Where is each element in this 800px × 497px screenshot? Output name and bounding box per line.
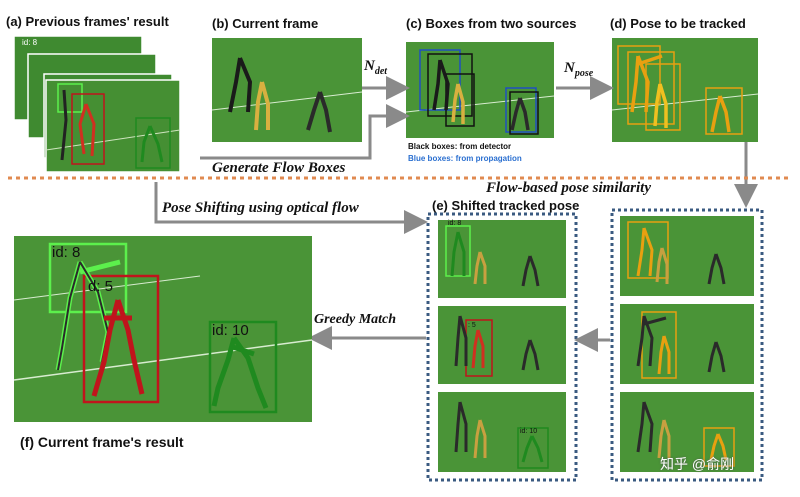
two-source-boxes-image <box>405 42 555 138</box>
label-shifted-pose: (e) Shifted tracked pose <box>432 198 580 213</box>
n-pose-sub: pose <box>574 68 594 79</box>
arrow-pose-shifting <box>154 182 428 234</box>
previous-frames-stack <box>13 35 181 173</box>
shifted-id-8-tag: id: 8 <box>448 220 462 227</box>
current-frame-image <box>211 38 363 142</box>
watermark: 知乎 @俞刚 <box>660 456 735 472</box>
legend-blue-boxes: Blue boxes: from propagation <box>408 154 522 163</box>
current-result-image <box>13 236 313 422</box>
n-det-label: Ndet <box>364 58 387 77</box>
n-pose-base: N <box>564 60 575 76</box>
flow-similarity-label: Flow-based pose similarity <box>486 180 651 196</box>
pose-shifting-label: Pose Shifting using optical flow <box>162 200 359 216</box>
shifted-id-5-tag: : 5 <box>468 322 476 329</box>
greedy-match-label: Greedy Match <box>314 312 397 327</box>
n-det-base: N <box>364 58 375 74</box>
n-det-sub: det <box>374 66 388 77</box>
id-5-tag: d: 5 <box>88 278 114 295</box>
id-8-tag: id: 8 <box>52 244 81 261</box>
label-two-sources: (c) Boxes from two sources <box>406 16 577 31</box>
label-current-result: (f) Current frame's result <box>20 434 184 450</box>
label-current-frame: (b) Current frame <box>212 16 319 31</box>
id-10-tag: id: 10 <box>212 322 249 339</box>
arrow-generate-flow <box>200 104 410 160</box>
shifted-id-10-tag: id: 10 <box>520 428 538 435</box>
legend-black-boxes: Black boxes: from detector <box>408 142 512 151</box>
n-pose-label: Npose <box>564 60 593 79</box>
generate-flow-label: Generate Flow Boxes <box>212 160 346 176</box>
label-previous-frames: (a) Previous frames' result <box>6 14 169 29</box>
label-pose-tracked: (d) Pose to be tracked <box>610 16 746 31</box>
pose-stack-panel <box>610 208 764 482</box>
stack-id-tag: id: 8 <box>22 38 38 47</box>
shifted-pose-panel <box>426 212 578 482</box>
pose-to-be-tracked-image <box>611 38 759 142</box>
